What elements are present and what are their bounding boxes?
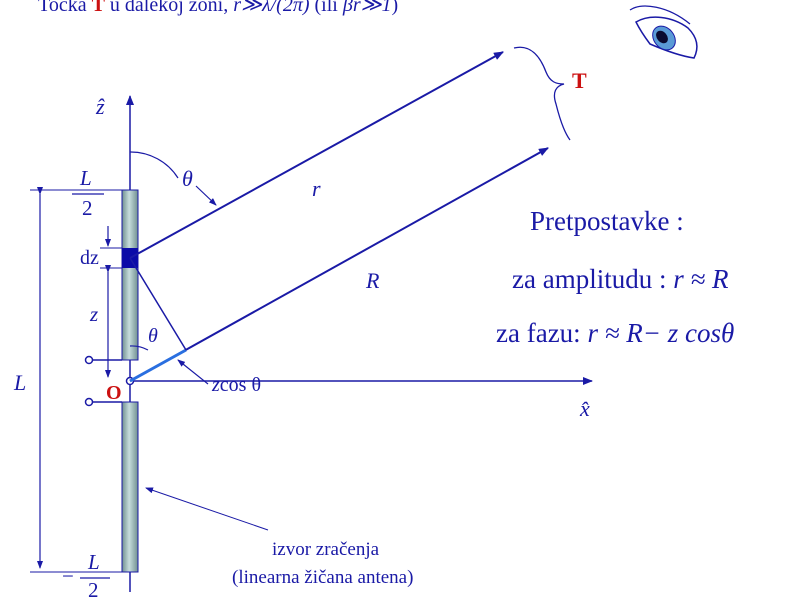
source-caption-line1: izvor zračenja [272, 539, 380, 560]
theta-arc-bottom [129, 345, 149, 351]
theta-label-bottom: θ [148, 325, 158, 347]
dz-text: dz [80, 247, 99, 269]
vector-r [129, 51, 504, 259]
zcos-rest: cos θ [219, 374, 262, 396]
L-half-bottom-minus: − [62, 564, 74, 588]
theta-label-top: θ [182, 166, 193, 191]
source-caption-line2: (linearna žičana antena) [232, 567, 414, 588]
vector-R-label: R⃗ [366, 268, 397, 293]
L-half-top-denominator: 2 [82, 196, 93, 220]
header-condition-1: r≫λ/(2π) [233, 0, 310, 16]
zcos-segment [129, 348, 187, 383]
L-label: L [14, 370, 27, 395]
projection-line [129, 257, 187, 351]
origin-label: O [106, 382, 122, 404]
theta-arc-top [129, 151, 179, 179]
header-condition-2: βr≫1 [342, 0, 392, 16]
feed-terminal-top-dot [84, 355, 94, 365]
vector-R [129, 147, 549, 382]
assumptions-title: Pretpostavke : [530, 206, 684, 236]
phase-formula: r ≈ R− z cosθ [587, 318, 735, 348]
source-leader-line [145, 487, 269, 531]
theta-pointer-top [195, 185, 217, 206]
x-axis-label: x̂ [580, 396, 590, 421]
phase-label: za fazu: [496, 318, 588, 348]
L-half-bottom-numerator: L [88, 550, 100, 574]
amplitude-label: za amplitudu : [512, 264, 674, 294]
header-point: T [91, 0, 105, 16]
L-half-top-numerator: L [80, 166, 92, 190]
header-caption: Točka T u dalekoj zoni, r≫λ/(2π) (ili βr… [38, 0, 398, 15]
feed-terminal-bottom-dot [84, 397, 94, 407]
amplitude-formula: r ≈ R [673, 264, 729, 294]
zcos-z: z [212, 374, 220, 396]
dz-label: dz [80, 248, 99, 268]
header-middle: u dalekoj zoni, [104, 0, 234, 16]
antenna-lower-arm [121, 401, 139, 573]
zcos-pointer [177, 359, 209, 385]
T-brace [513, 46, 571, 141]
assumption-phase: za fazu: r ≈ R− z cosθ [496, 320, 734, 347]
z-length-label: z [90, 302, 99, 326]
antenna-upper-arm [121, 189, 139, 361]
zcos-label: zcos θ [212, 375, 261, 395]
header-middle-2: (ili [309, 0, 343, 16]
header-prefix: Točka [38, 0, 92, 16]
assumption-amplitude: za amplitudu : r ≈ R [512, 266, 729, 293]
eye-icon [629, 5, 698, 59]
L-half-bottom-denominator: 2 [88, 578, 99, 602]
z-axis-label: ẑ [96, 94, 105, 119]
point-T-label: T [572, 68, 587, 93]
header-suffix: ) [391, 0, 399, 16]
vector-r-label: r⃗ [312, 176, 338, 201]
